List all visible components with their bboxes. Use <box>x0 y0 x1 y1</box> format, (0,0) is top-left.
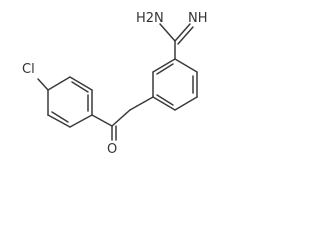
molecule-drawing: H2N NH Cl O <box>22 11 208 157</box>
bond-c-nh2 <box>159 23 176 42</box>
chlorophenyl-ring <box>37 76 93 128</box>
oxygen-label: O <box>107 142 117 157</box>
imine-label: NH <box>188 11 208 26</box>
amidine-group <box>159 23 194 60</box>
bond-c-cl <box>37 78 49 91</box>
amine-label: H2N <box>136 11 164 26</box>
bond-ch2-ch2 <box>111 109 131 127</box>
propanone-chain <box>91 96 154 141</box>
bond-co-ring <box>91 114 113 127</box>
bond-c-nh-1 <box>174 23 191 42</box>
bond-ring-ch2 <box>129 96 154 111</box>
chlorine-label: Cl <box>22 62 35 77</box>
bond-c-nh-2 <box>177 26 194 45</box>
structure-diagram: H2N NH Cl O <box>22 11 208 157</box>
benzamidine-ring <box>152 58 198 111</box>
